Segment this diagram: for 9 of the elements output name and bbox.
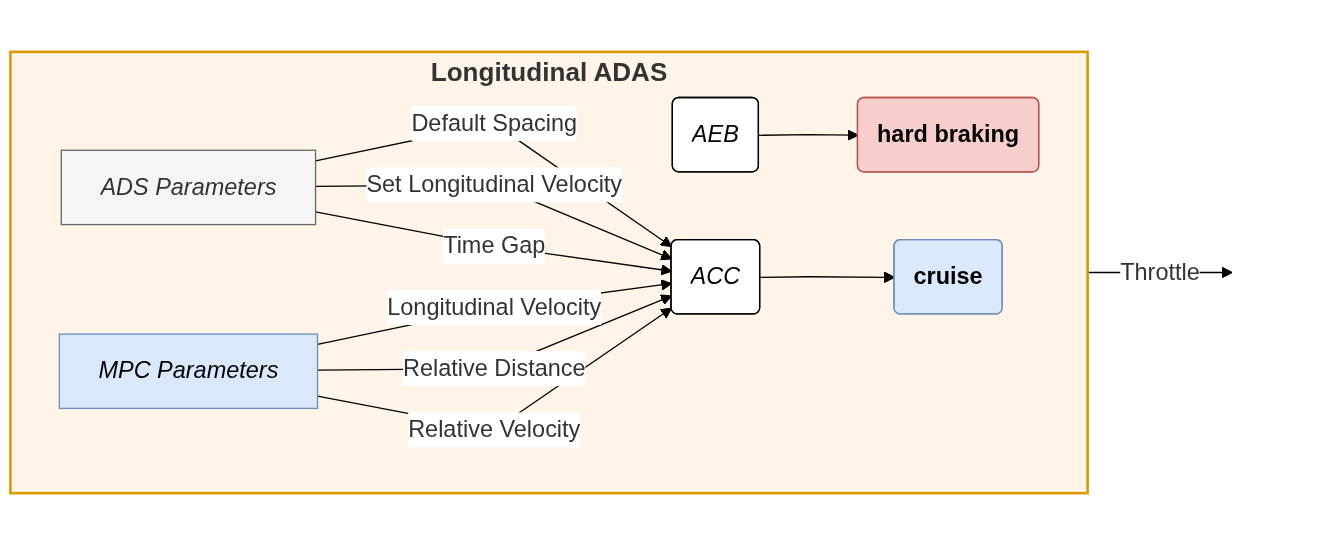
node-box: MPC Parameters [58,333,319,410]
node-box: ADS Parameters [60,149,317,226]
edge-label: Default Spacing [411,109,578,136]
edge-label: Throttle [1120,258,1200,285]
edge-label: Time Gap [443,232,546,259]
edge-label: Relative Distance [402,354,586,382]
edge-label: Set Longitudinal Velocity [366,171,623,198]
edge-label: Longitudinal Velocity [387,293,602,320]
edge-label: Relative Velocity [408,416,581,443]
